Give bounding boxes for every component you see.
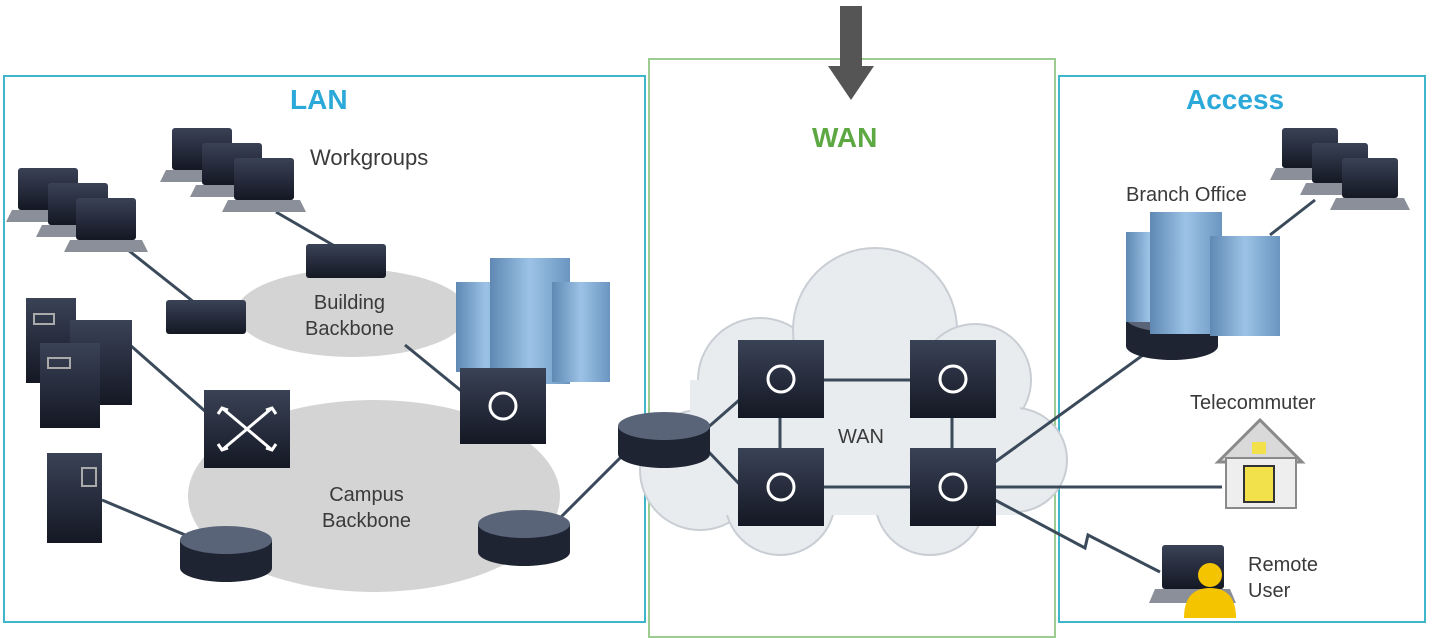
switch-icon (166, 244, 386, 334)
telecommuter-label: Telecommuter (1190, 392, 1316, 414)
laptop-icon (1270, 128, 1410, 210)
laptop-icon (6, 168, 148, 252)
multilayer-switch-icon (460, 340, 996, 526)
laptop-icon (160, 128, 306, 212)
lan-title: LAN (290, 84, 348, 115)
atm-switch-icon (204, 390, 290, 468)
wan-cloud (639, 247, 1068, 556)
wan-title: WAN (812, 122, 878, 153)
workgroups-label: Workgroups (310, 145, 429, 170)
down-arrow-icon (828, 6, 874, 100)
access-title: Access (1186, 84, 1285, 115)
branch-office-label: Branch Office (1126, 184, 1247, 206)
building-icon (456, 212, 1280, 384)
lan-section (3, 75, 646, 623)
server-icon (26, 298, 132, 543)
remote-user-icon (1149, 545, 1236, 618)
house-icon (1214, 417, 1306, 509)
building-backbone-area (236, 269, 468, 357)
wan-cloud-label: WAN (838, 426, 884, 448)
access-section (1058, 75, 1426, 623)
